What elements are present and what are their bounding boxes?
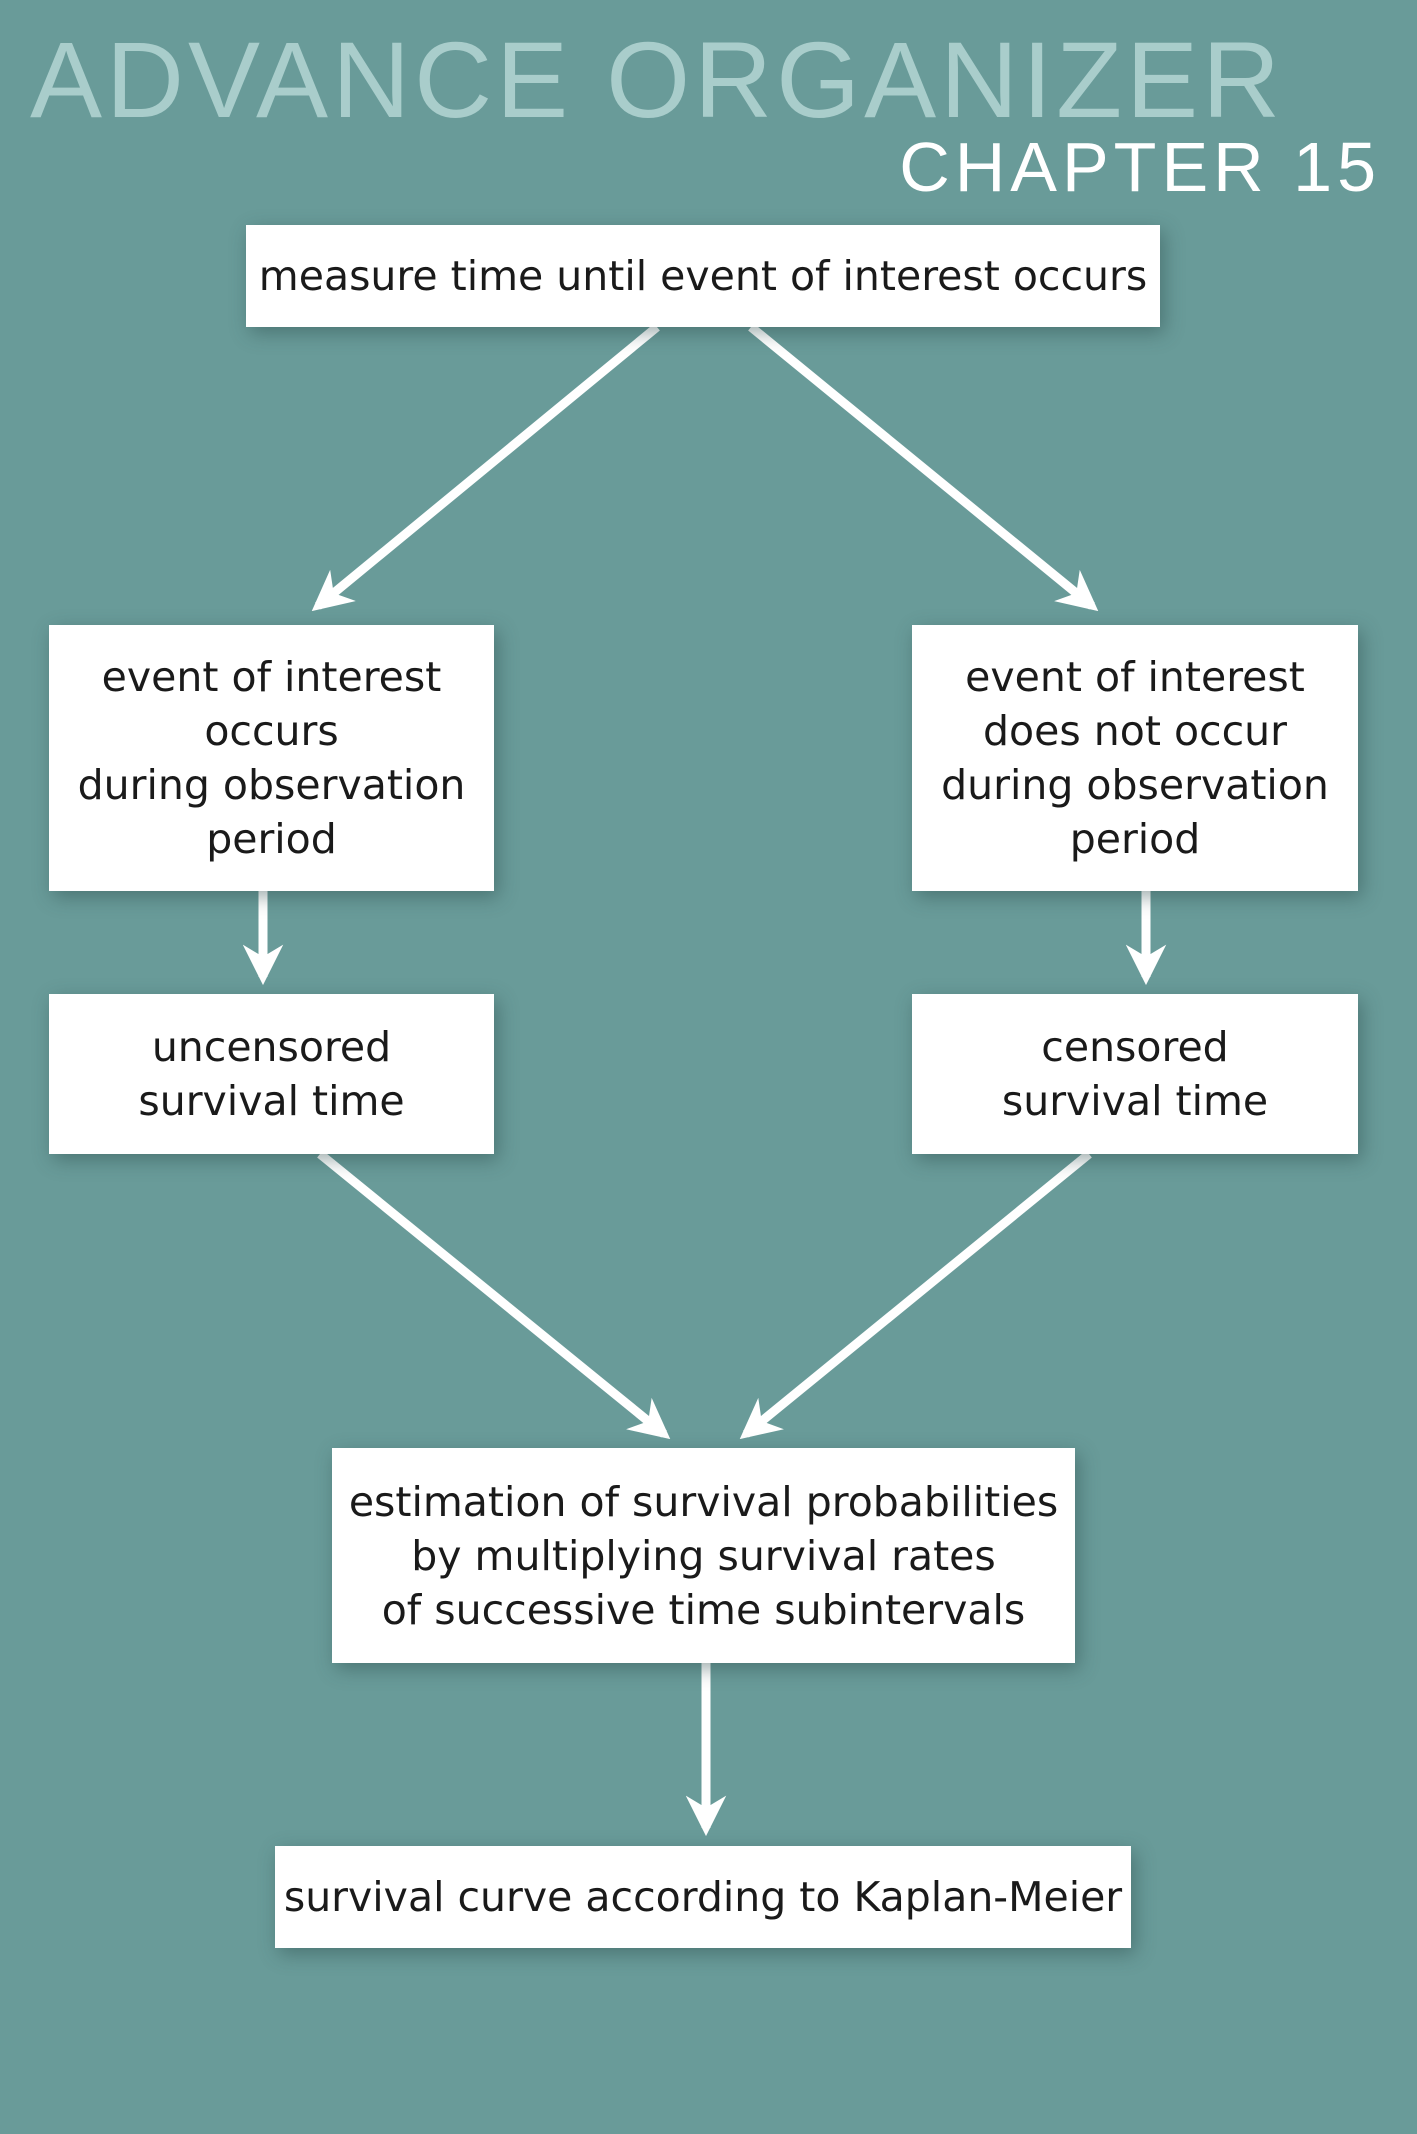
- box-text: measure time until event of interest occ…: [258, 252, 1148, 300]
- box-text: uncensored: [151, 1023, 392, 1071]
- box-result: survival curve according to Kaplan-Meier: [275, 1846, 1131, 1948]
- box-uncensored: uncensored survival time: [49, 994, 494, 1154]
- box-text: estimation of survival probabilities: [348, 1477, 1059, 1526]
- arrow-start-to-not-occurs: [748, 323, 1099, 612]
- arrow-censored-to-estimation: [739, 1150, 1092, 1440]
- box-text: event of interest: [101, 653, 442, 701]
- box-estimation: estimation of survival probabilities by …: [332, 1448, 1075, 1663]
- chapter-label: CHAPTER 15: [899, 128, 1381, 206]
- box-text: during observation: [941, 761, 1329, 809]
- box-text: period: [206, 815, 337, 863]
- arrow-start-to-occurs: [311, 323, 660, 612]
- box-text: survival time: [1001, 1077, 1269, 1125]
- box-text: does not occur: [983, 707, 1287, 755]
- box-text: by multiplying survival rates: [411, 1531, 996, 1580]
- box-event-occurs: event of interest occurs during observat…: [49, 625, 494, 891]
- box-event-not-occurs: event of interest does not occur during …: [912, 625, 1358, 891]
- box-start: measure time until event of interest occ…: [246, 225, 1160, 327]
- arrow-uncensored-to-estimation: [317, 1150, 671, 1440]
- box-text: period: [1069, 815, 1201, 863]
- box-text: survival curve according to Kaplan-Meier: [283, 1873, 1123, 1921]
- box-text: event of interest: [965, 653, 1305, 701]
- box-text: censored: [1041, 1023, 1229, 1071]
- title: ADVANCE ORGANIZER: [30, 19, 1285, 140]
- box-text: of successive time subintervals: [381, 1585, 1026, 1634]
- box-text: during observation: [77, 761, 466, 809]
- box-text: occurs: [204, 707, 339, 755]
- box-censored: censored survival time: [912, 994, 1358, 1154]
- box-text: survival time: [138, 1077, 405, 1125]
